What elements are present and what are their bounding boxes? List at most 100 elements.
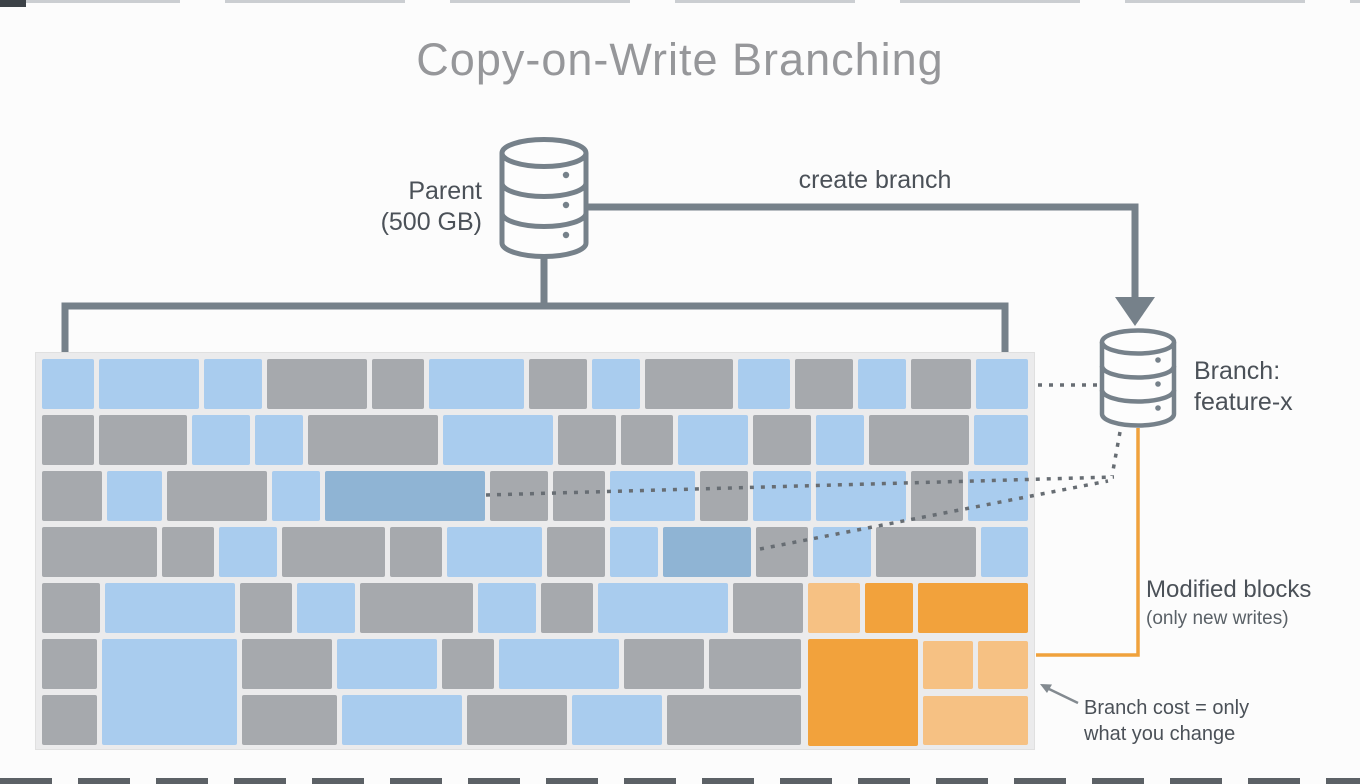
storage-block-gray (553, 471, 605, 521)
storage-block-gray (42, 415, 94, 465)
storage-block-blue (816, 471, 906, 521)
storage-block-gray (162, 527, 214, 577)
storage-block-blue (447, 527, 542, 577)
storage-block-gray (733, 583, 803, 633)
storage-block-blue (255, 415, 303, 465)
storage-block-gray (911, 359, 971, 409)
storage-block-blue (204, 359, 262, 409)
storage-block-gray (753, 415, 811, 465)
page-title: Copy-on-Write Branching (416, 34, 944, 85)
storage-block-blue (572, 695, 662, 745)
storage-block-gray (42, 639, 97, 689)
storage-block-gray (709, 639, 801, 689)
storage-block-blue (678, 415, 748, 465)
storage-block-gray (541, 583, 593, 633)
storage-block-gray (282, 527, 385, 577)
branch-db-label: Branch: feature-x (1194, 356, 1354, 418)
branch-db-name: Branch: (1194, 357, 1281, 385)
storage-block-blue (107, 471, 162, 521)
storage-block-gray (99, 415, 187, 465)
storage-block-blue (478, 583, 536, 633)
storage-block-gray (42, 527, 157, 577)
branch-cost-note: Branch cost = only what you change (1084, 695, 1294, 747)
storage-block-blue (42, 359, 94, 409)
storage-block-gray (242, 695, 337, 745)
parent-db-name: Parent (408, 177, 482, 205)
storage-block-gray (267, 359, 367, 409)
storage-block-gray (390, 527, 442, 577)
cost-note-arrowhead (1040, 684, 1052, 693)
storage-block-blue (443, 415, 553, 465)
storage-block-gray (467, 695, 567, 745)
create-branch-arrowhead (1115, 297, 1155, 326)
storage-block-orange_light (923, 696, 1028, 745)
storage-block-orange_light (808, 583, 860, 633)
storage-block-gray (621, 415, 673, 465)
storage-block-blue (102, 639, 237, 745)
top-edge-artifact (0, 0, 1360, 3)
storage-block-gray (242, 639, 332, 689)
storage-block-gray (360, 583, 473, 633)
branch-db-id: feature-x (1194, 388, 1293, 416)
storage-block-gray (700, 471, 748, 521)
storage-block-orange (865, 583, 913, 633)
storage-block-blue (598, 583, 728, 633)
storage-block-blue (610, 471, 695, 521)
storage-block-gray (529, 359, 587, 409)
storage-block-blue (592, 359, 640, 409)
modified-blocks-subtitle: (only new writes) (1146, 608, 1289, 629)
storage-block-orange_light (978, 641, 1028, 689)
storage-block-gray (42, 583, 100, 633)
bottom-edge-artifact (0, 778, 1360, 784)
storage-block-gray (442, 639, 494, 689)
create-branch-label: create branch (798, 166, 952, 194)
storage-block-gray (240, 583, 292, 633)
storage-block-blue (610, 527, 658, 577)
storage-block-blue (192, 415, 250, 465)
block-grid (35, 352, 1035, 750)
modified-blocks-title: Modified blocks (1146, 576, 1312, 603)
storage-block-blue (272, 471, 320, 521)
storage-block-gray (42, 471, 102, 521)
storage-block-orange_light (923, 641, 973, 689)
storage-block-gray (308, 415, 438, 465)
modified-blocks-label: Modified blocks (only new writes) (1146, 576, 1356, 630)
storage-block-blue (858, 359, 906, 409)
storage-block-blue (297, 583, 355, 633)
storage-block-gray (42, 695, 97, 745)
storage-block-blue (974, 415, 1028, 465)
storage-block-orange (808, 639, 918, 746)
create-branch-arrow-line (586, 203, 1139, 298)
storage-block-blue (968, 471, 1028, 521)
storage-block-blue (499, 639, 619, 689)
storage-block-gray (756, 527, 808, 577)
storage-block-blue_dark (663, 527, 751, 577)
parent-db-icon (499, 137, 589, 259)
parent-to-grid-connector (61, 250, 1009, 352)
storage-block-blue (816, 415, 864, 465)
top-left-corner-artifact (0, 0, 26, 7)
storage-block-orange (918, 583, 1028, 633)
storage-block-blue_dark (325, 471, 485, 521)
shared-block-link-4-dotted (1110, 431, 1122, 477)
storage-block-blue (738, 359, 790, 409)
branch-to-modified-link (1036, 428, 1140, 657)
storage-block-blue (342, 695, 462, 745)
storage-block-gray (795, 359, 853, 409)
storage-block-blue (219, 527, 277, 577)
storage-block-blue (753, 471, 811, 521)
parent-db-label: Parent (500 GB) (300, 176, 482, 238)
storage-block-gray (911, 471, 963, 521)
branch-cost-line2: what you change (1084, 723, 1236, 745)
cost-note-arrow-line (1048, 687, 1079, 705)
branch-db-icon (1099, 328, 1177, 428)
storage-block-gray (490, 471, 548, 521)
storage-block-gray (167, 471, 267, 521)
storage-block-gray (624, 639, 704, 689)
storage-block-gray (667, 695, 801, 745)
storage-block-blue (99, 359, 199, 409)
storage-block-blue (813, 527, 871, 577)
storage-block-gray (558, 415, 616, 465)
storage-block-gray (547, 527, 605, 577)
